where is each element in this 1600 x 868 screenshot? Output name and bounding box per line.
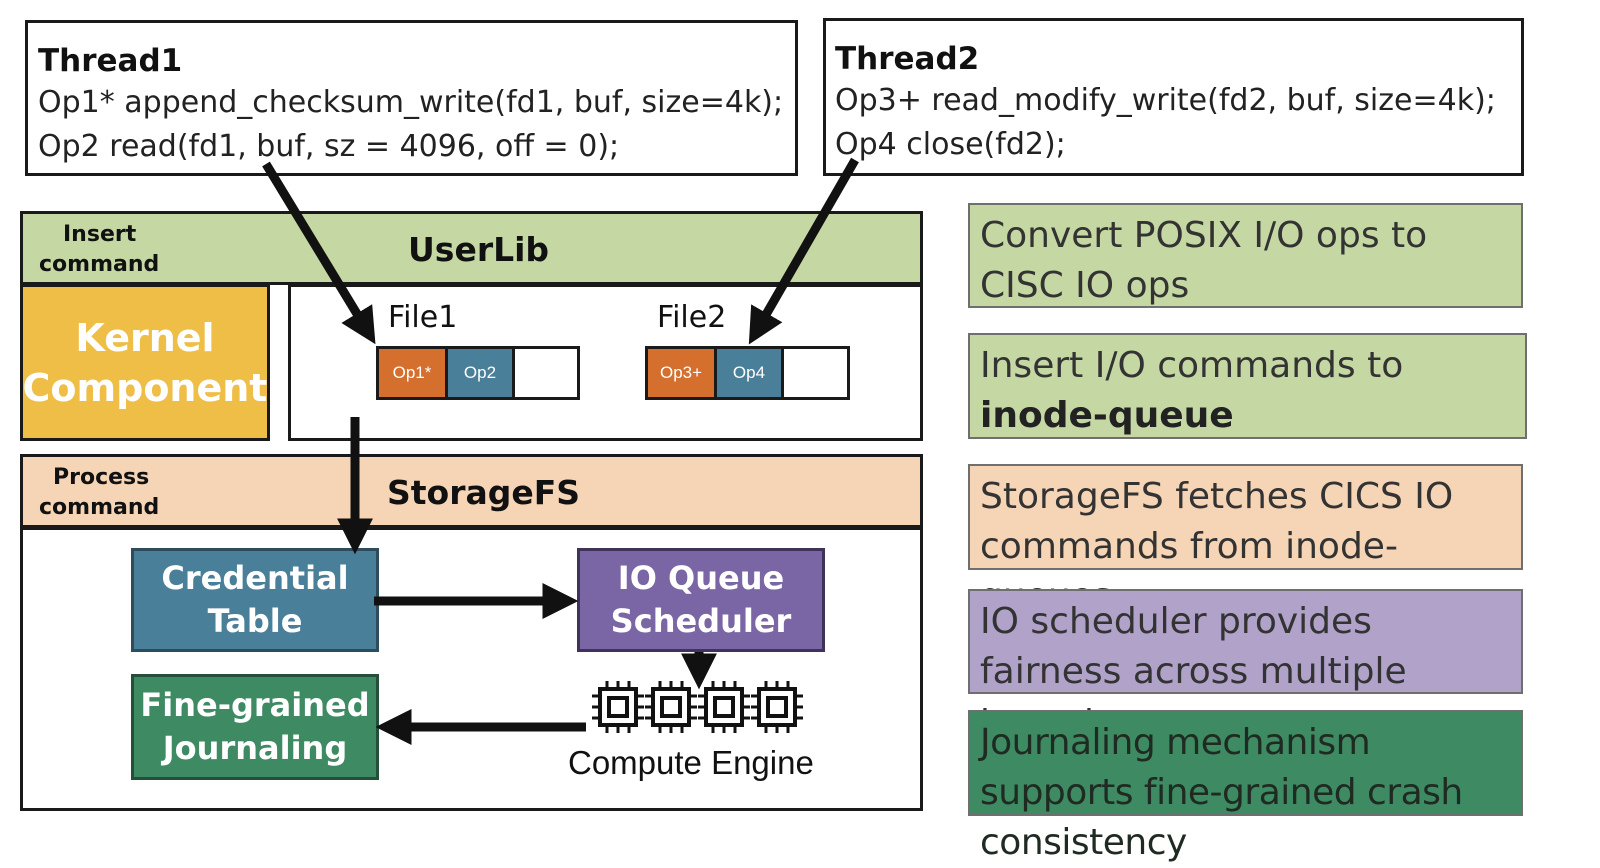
note-insert-commands-text: Insert I/O commands to bbox=[980, 345, 1404, 386]
note-insert-commands-bold: inode-queue bbox=[980, 395, 1234, 436]
note-convert-posix-text: Convert POSIX I/O ops to CISC IO ops bbox=[980, 215, 1428, 306]
scheduler-line2: Scheduler bbox=[610, 602, 792, 640]
io-queue-scheduler: IO Queue Scheduler bbox=[577, 548, 825, 652]
thread2-op4-line: Op4 close(fd2); bbox=[835, 127, 1066, 162]
file2-queue: Op3+ Op4 bbox=[645, 346, 850, 400]
credential-line2: Table bbox=[207, 602, 303, 640]
thread2-op3-line: Op3+ read_modify_write(fd2, buf, size=4k… bbox=[835, 83, 1496, 118]
storagefs-body bbox=[20, 527, 923, 811]
file1-label: File1 bbox=[388, 300, 458, 335]
queue-cell-empty bbox=[784, 349, 847, 397]
note-insert-commands: Insert I/O commands to inode-queue bbox=[968, 333, 1527, 439]
storagefs-title: StorageFS bbox=[387, 473, 581, 512]
credential-line1: Credential bbox=[161, 559, 349, 597]
kernel-component: Kernel Component bbox=[20, 284, 270, 441]
kernel-line1: Kernel bbox=[75, 315, 215, 360]
userlib-title: UserLib bbox=[408, 230, 550, 269]
scheduler-line1: IO Queue bbox=[617, 559, 785, 597]
thread1-box: Thread1 Op1* append_checksum_write(fd1, … bbox=[25, 20, 798, 176]
storagefs-band: Process command StorageFS bbox=[20, 454, 923, 528]
thread1-op2-line: Op2 read(fd1, buf, sz = 4096, off = 0); bbox=[38, 129, 620, 164]
note-io-scheduler: IO scheduler provides fairness across mu… bbox=[968, 589, 1523, 742]
thread1-title: Thread1 bbox=[38, 43, 183, 79]
userlib-band: Insert command UserLib bbox=[20, 211, 923, 285]
storagefs-side-label-1: Process bbox=[53, 465, 150, 490]
queue-cell-op3: Op3+ bbox=[648, 349, 717, 397]
queue-cell-op2: Op2 bbox=[448, 349, 515, 397]
kernel-line2: Component bbox=[22, 365, 268, 410]
userlib-side-label-1: Insert bbox=[63, 222, 137, 247]
journaling-line1: Fine-grained bbox=[140, 686, 370, 724]
file1-queue: Op1* Op2 bbox=[376, 346, 580, 400]
arrow-thread2-to-file2 bbox=[748, 157, 859, 345]
thread2-title: Thread2 bbox=[835, 41, 980, 77]
thread2-box: Thread2 Op3+ read_modify_write(fd2, buf,… bbox=[823, 18, 1524, 176]
note-journaling: Journaling mechanism supports fine-grain… bbox=[968, 710, 1523, 863]
inode-queue-area bbox=[288, 284, 923, 441]
note-storagefs-fetches: StorageFS fetches CICS IO commands from … bbox=[968, 464, 1523, 617]
queue-cell-op4: Op4 bbox=[717, 349, 784, 397]
storagefs-side-label-2: command bbox=[39, 495, 160, 520]
note-convert-posix: Convert POSIX I/O ops to CISC IO ops bbox=[968, 203, 1523, 308]
arrow-thread1-to-file1 bbox=[262, 161, 376, 345]
queue-cell-empty bbox=[515, 349, 577, 397]
credential-table: Credential Table bbox=[131, 548, 379, 652]
queue-cell-op1: Op1* bbox=[379, 349, 448, 397]
userlib-side-label-2: command bbox=[39, 252, 160, 277]
compute-engine-label: Compute Engine bbox=[568, 744, 814, 781]
thread1-op1-line: Op1* append_checksum_write(fd1, buf, siz… bbox=[38, 85, 784, 120]
journaling-line2: Journaling bbox=[162, 729, 348, 767]
file2-label: File2 bbox=[657, 300, 727, 335]
